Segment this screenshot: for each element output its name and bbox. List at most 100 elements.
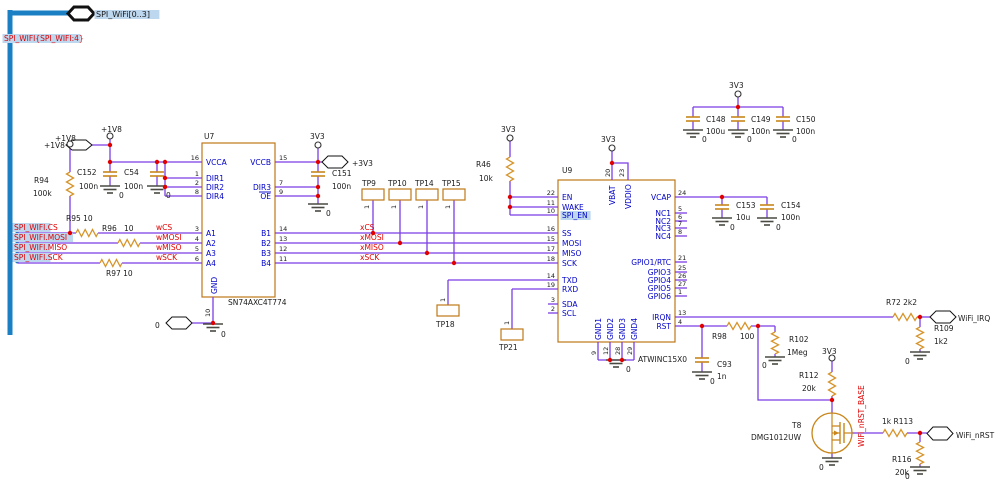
label-gpio4: GPIO4 <box>648 276 671 285</box>
label-100n: 100n <box>79 182 98 191</box>
label-1k2: 1k2 <box>934 337 948 346</box>
junction-dot <box>735 104 741 110</box>
label-1n: 1n <box>717 372 727 381</box>
label-txd: TXD <box>561 276 578 285</box>
label-10: 10 <box>124 224 134 233</box>
R98-resistor <box>726 321 752 331</box>
label-10k: 10k <box>479 174 494 183</box>
R97-resistor <box>99 258 123 268</box>
label-100: 100 <box>740 332 755 341</box>
label-7: 7 <box>279 179 283 187</box>
label-spi-wifi-mosi: SPI_WIFI.MOSI <box>14 233 67 242</box>
junction-dot <box>162 159 168 165</box>
TP18-testpoint <box>436 304 460 317</box>
label-1meg: 1Meg <box>787 348 808 357</box>
label-scl: SCL <box>562 309 577 318</box>
label-vbat: VBAT <box>608 185 617 205</box>
R113-resistor <box>882 428 908 438</box>
label-1k-r113: 1k R113 <box>882 417 913 426</box>
p3v3-u9-power-pin <box>608 144 616 152</box>
label-0: 0 <box>119 191 124 200</box>
TP14-testpoint <box>415 188 439 201</box>
net-highlight <box>560 211 591 220</box>
label-25: 25 <box>678 264 686 272</box>
label-rst: RST <box>656 322 671 331</box>
label-r96: R96 <box>102 224 117 233</box>
R94-resistor <box>65 171 75 197</box>
junction-dot <box>154 159 160 165</box>
label-15: 15 <box>547 235 555 243</box>
TP9-testpoint <box>361 188 385 201</box>
net-highlight <box>12 253 51 262</box>
junction-dot <box>315 184 321 190</box>
label-xmosi: xMOSI <box>360 233 384 242</box>
junction-dot <box>755 323 761 329</box>
label-r95-10: R95 10 <box>66 214 93 223</box>
label-sn74axc4t774: SN74AXC4T774 <box>228 298 287 307</box>
label-0: 0 <box>166 191 171 200</box>
label-4: 4 <box>678 318 682 326</box>
label-100n: 100n <box>124 182 143 191</box>
label-16: 16 <box>547 225 555 233</box>
label-13: 13 <box>678 309 686 317</box>
R112-resistor <box>827 371 837 397</box>
R95-resistor <box>75 228 99 238</box>
label-r109: R109 <box>934 324 954 333</box>
junction-dot <box>162 184 168 190</box>
R46-resistor <box>505 156 515 182</box>
label-0: 0 <box>776 223 781 232</box>
net-highlight <box>12 233 74 242</box>
p1v8-vcca-power-pin <box>106 132 114 140</box>
label-rxd: RXD <box>562 285 578 294</box>
label-2: 2 <box>551 305 555 313</box>
R102-resistor <box>770 331 780 355</box>
label-vcap: VCAP <box>651 193 671 202</box>
label-nc3: NC3 <box>655 224 671 233</box>
label-ss: SS <box>562 229 572 238</box>
label-c153: C153 <box>736 201 756 210</box>
label-3: 3 <box>195 225 199 233</box>
label-0: 0 <box>747 135 752 144</box>
junction-dot <box>507 194 513 200</box>
label-a2: A2 <box>206 239 216 248</box>
label-a3: A3 <box>206 249 216 258</box>
label-r112: R112 <box>799 371 819 380</box>
TP21-testpoint <box>500 328 524 341</box>
label-vddio: VDDIO <box>624 184 633 209</box>
label-0: 0 <box>905 357 910 366</box>
label-b1: B1 <box>261 229 271 238</box>
label-9: 9 <box>279 188 283 196</box>
net-highlight <box>12 223 51 232</box>
label-0: 0 <box>710 377 715 386</box>
label-r72-2k2: R72 2k2 <box>886 298 917 307</box>
label-c151: C151 <box>332 169 352 178</box>
label-wsck: wSCK <box>156 253 178 262</box>
label-b2: B2 <box>261 239 271 248</box>
label-13: 13 <box>279 235 287 243</box>
junction-dot <box>67 230 73 236</box>
junction-dot <box>397 240 403 246</box>
label-irqn: IRQN <box>652 313 671 322</box>
label-tp15: TP15 <box>441 179 461 188</box>
label-sda: SDA <box>562 300 578 309</box>
label-3v3: 3V3 <box>310 132 325 141</box>
label-dir1: DIR1 <box>206 174 224 183</box>
junction-dot <box>451 260 457 266</box>
wire <box>612 162 629 180</box>
label-1: 1 <box>195 170 199 178</box>
label-sck: SCK <box>562 259 578 268</box>
label-1: 1 <box>363 205 371 209</box>
label-10: 10 <box>204 309 212 317</box>
label-c148: C148 <box>706 115 726 124</box>
label-100n: 100n <box>751 127 770 136</box>
net-highlight <box>2 34 81 43</box>
label-nc1: NC1 <box>655 209 671 218</box>
label-xcs: xCS <box>360 223 375 232</box>
label-spi-wifi-miso: SPI_WIFI.MISO <box>14 243 67 252</box>
label-0: 0 <box>155 321 160 330</box>
label-a4: A4 <box>206 259 216 268</box>
label-tp9: TP9 <box>361 179 376 188</box>
label-0: 0 <box>792 135 797 144</box>
